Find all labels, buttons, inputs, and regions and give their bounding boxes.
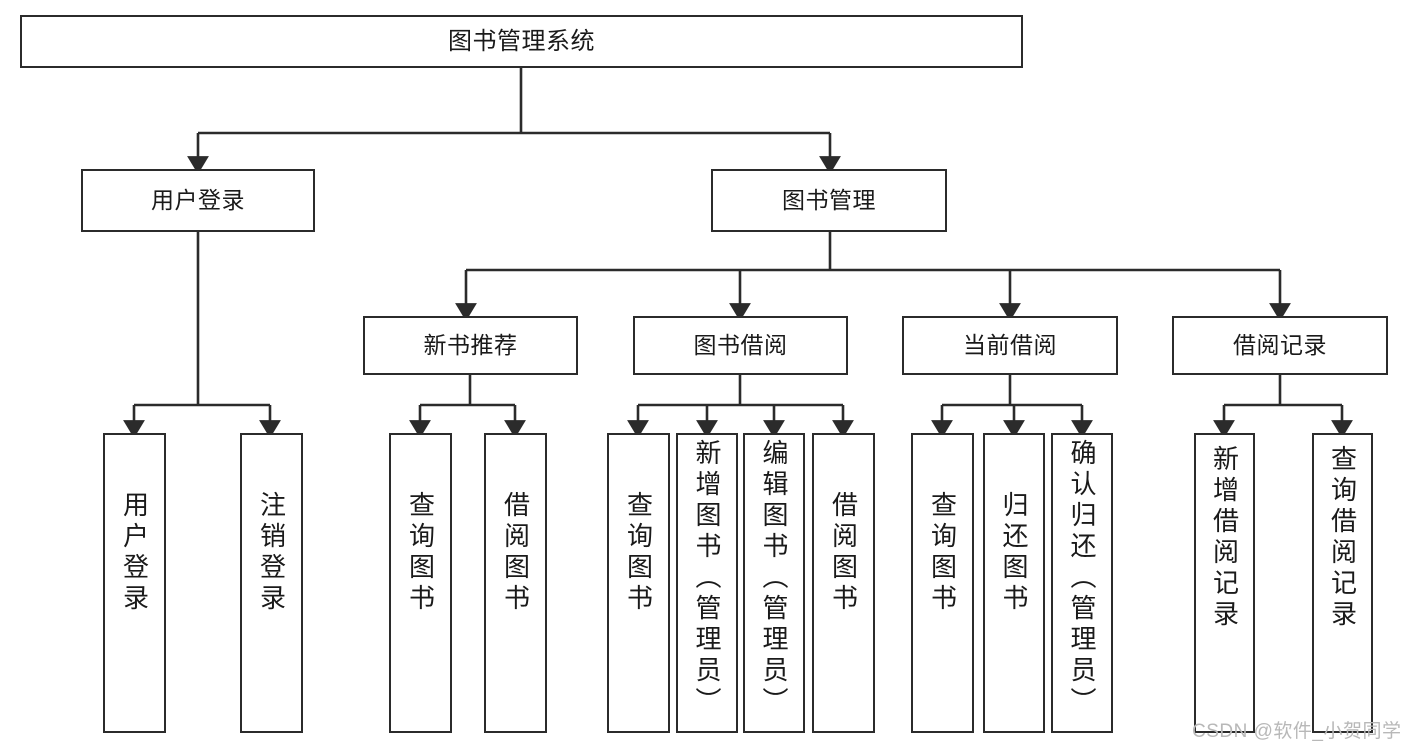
node-label: 用户登录 xyxy=(151,187,245,214)
leaf-user-login[interactable]: 用户登录 xyxy=(103,433,166,733)
node-label: 借阅图书 xyxy=(500,491,531,615)
leaf-add-book-admin[interactable]: 新增图书（管理员） xyxy=(676,433,738,733)
leaf-query-borrow-record[interactable]: 查询借阅记录 xyxy=(1312,433,1373,733)
leaf-edit-book-admin[interactable]: 编辑图书（管理员） xyxy=(743,433,805,733)
node-label: 新书推荐 xyxy=(423,332,518,359)
leaf-borrow-book[interactable]: 借阅图书 xyxy=(812,433,875,733)
node-label: 注销登录 xyxy=(256,491,287,615)
leaf-confirm-return-admin[interactable]: 确认归还（管理员） xyxy=(1051,433,1113,733)
node-label: 查询图书 xyxy=(623,491,654,615)
node-label: 用户登录 xyxy=(119,491,150,615)
leaf-return-book[interactable]: 归还图书 xyxy=(983,433,1045,733)
node-book-management[interactable]: 图书管理 xyxy=(711,169,947,232)
node-book-borrow[interactable]: 图书借阅 xyxy=(633,316,848,375)
node-user-login[interactable]: 用户登录 xyxy=(81,169,315,232)
node-label: 查询借阅记录 xyxy=(1327,445,1358,631)
node-label: 新增借阅记录 xyxy=(1209,445,1240,631)
node-label: 借阅图书 xyxy=(828,491,859,615)
node-label: 确认归还（管理员） xyxy=(1067,439,1097,718)
node-root-system[interactable]: 图书管理系统 xyxy=(20,15,1023,68)
node-borrow-records[interactable]: 借阅记录 xyxy=(1172,316,1388,375)
leaf-add-borrow-record[interactable]: 新增借阅记录 xyxy=(1194,433,1255,733)
node-label: 归还图书 xyxy=(999,491,1029,615)
node-label: 借阅记录 xyxy=(1233,332,1327,359)
watermark-credit: CSDN @软件_小贺同学 xyxy=(1192,721,1402,742)
leaf-borrow-book-recommend[interactable]: 借阅图书 xyxy=(484,433,547,733)
leaf-query-book-borrow[interactable]: 查询图书 xyxy=(607,433,670,733)
node-label: 查询图书 xyxy=(405,491,436,615)
node-label: 图书管理 xyxy=(782,187,876,214)
node-label: 新增图书（管理员） xyxy=(692,439,722,718)
node-current-borrow[interactable]: 当前借阅 xyxy=(902,316,1118,375)
node-label: 图书管理系统 xyxy=(448,27,595,55)
node-new-book-recommend[interactable]: 新书推荐 xyxy=(363,316,578,375)
leaf-query-book-current[interactable]: 查询图书 xyxy=(911,433,974,733)
leaf-logout[interactable]: 注销登录 xyxy=(240,433,303,733)
node-label: 当前借阅 xyxy=(963,332,1057,359)
node-label: 编辑图书（管理员） xyxy=(759,439,789,718)
node-label: 图书借阅 xyxy=(693,332,788,359)
node-label: 查询图书 xyxy=(927,491,958,615)
leaf-query-book-recommend[interactable]: 查询图书 xyxy=(389,433,452,733)
